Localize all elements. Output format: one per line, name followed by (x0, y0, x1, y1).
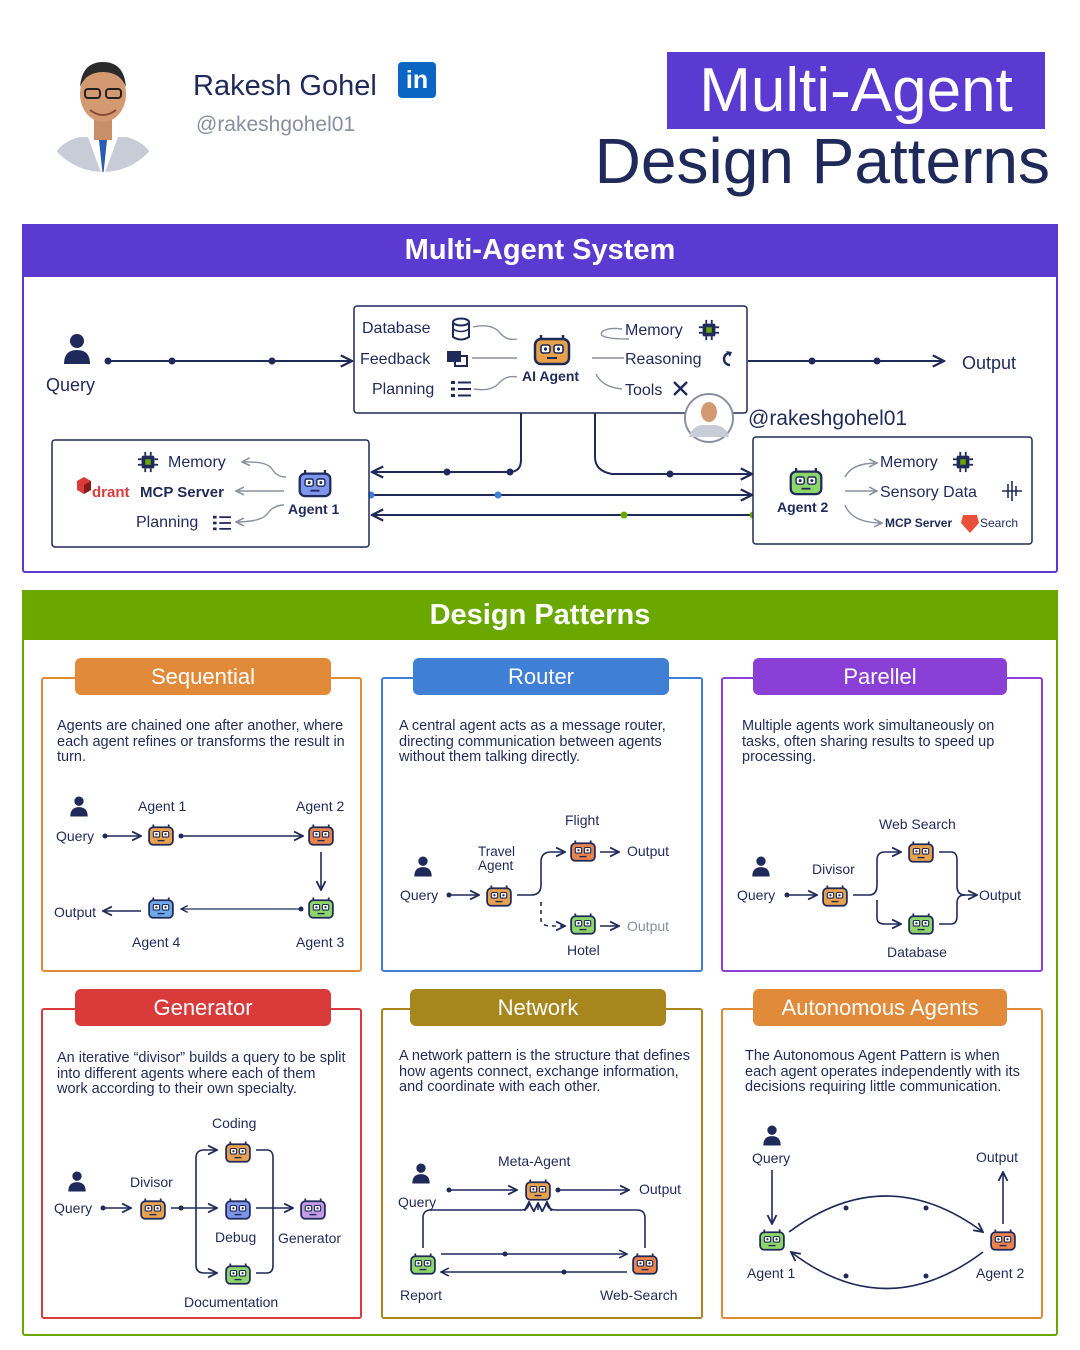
svg-text:Agent 1: Agent 1 (138, 798, 186, 814)
agent2-robot-icon (789, 466, 823, 496)
ai-tool-tools: Tools (625, 382, 662, 399)
agent2-sensory: Sensory Data (880, 484, 977, 501)
sequential-desc: Agents are chained one after another, wh… (57, 718, 345, 765)
tools-icon (673, 381, 688, 396)
svg-text:Output: Output (639, 1181, 681, 1197)
svg-text:Query: Query (56, 828, 94, 844)
system-title: Multi-Agent System (22, 224, 1058, 277)
generator-title: Generator (75, 989, 331, 1026)
router-title: Router (413, 658, 669, 695)
system-diagram: Query Database Feedback Planning AI Agen… (46, 305, 1033, 548)
svg-text:Output: Output (979, 887, 1021, 903)
svg-text:Query: Query (737, 887, 775, 903)
network-title: Network (410, 989, 666, 1026)
ai-input-feedback: Feedback (360, 351, 431, 368)
svg-text:Query: Query (398, 1194, 436, 1210)
author-name: Rakesh Gohel (193, 70, 377, 102)
router-desc: A central agent acts as a message router… (399, 718, 666, 765)
generator-desc: An iterative “divisor” builds a query to… (57, 1050, 346, 1097)
generator-diagram: Query Divisor Coding Debug Documentation… (54, 1115, 341, 1310)
agent2-search: Search (980, 516, 1018, 530)
ai-tool-reasoning: Reasoning (625, 351, 702, 368)
agent1-memory: Memory (168, 454, 226, 471)
feedback-icon (447, 351, 468, 367)
agent2-memory: Memory (880, 454, 938, 471)
svg-text:Query: Query (54, 1200, 92, 1216)
generator-card (41, 1008, 362, 1319)
main-title-line1: Multi-Agent (667, 52, 1045, 129)
svg-text:Agent 4: Agent 4 (132, 934, 180, 950)
ai-input-database: Database (362, 320, 431, 337)
qdrant-brand: drant (92, 484, 130, 501)
watermark-handle: @rakeshgohel01 (748, 407, 907, 430)
svg-text:Agent 2: Agent 2 (976, 1265, 1024, 1281)
ai-agent-robot-icon (533, 333, 571, 366)
autonomous-desc: The Autonomous Agent Pattern is when eac… (745, 1048, 1020, 1095)
agent1-box (51, 439, 370, 548)
parallel-title: Parellel (753, 658, 1007, 695)
ai-agent-label: AI Agent (522, 368, 579, 384)
query-user-icon (64, 334, 90, 364)
author-avatar (41, 48, 165, 172)
svg-text:Meta-Agent: Meta-Agent (498, 1153, 570, 1169)
svg-text:Generator: Generator (278, 1230, 341, 1246)
linkedin-icon[interactable]: in (398, 62, 436, 98)
router-card (381, 677, 703, 972)
agent2-mcp: MCP Server (885, 516, 952, 530)
svg-text:Hotel: Hotel (567, 942, 600, 958)
agent1-label: Agent 1 (288, 501, 340, 517)
svg-text:Divisor: Divisor (130, 1174, 173, 1190)
svg-text:Debug: Debug (215, 1229, 256, 1245)
network-diagram: Query Meta-Agent Output Report Web-Searc… (398, 1153, 681, 1303)
planning-icon (450, 380, 472, 398)
agent1-mcp: MCP Server (140, 484, 224, 501)
svg-text:Divisor: Divisor (812, 861, 855, 877)
svg-text:Web Search: Web Search (879, 816, 956, 832)
patterns-title: Design Patterns (22, 590, 1058, 640)
author-handle: @rakeshgohel01 (196, 113, 356, 136)
system-query-label: Query (46, 375, 95, 395)
watermark-avatar (684, 393, 734, 443)
svg-text:Web-Search: Web-Search (600, 1287, 678, 1303)
parallel-desc: Multiple agents work simultaneously on t… (742, 718, 995, 765)
parallel-diagram: Query Divisor Web Search Database Output (737, 816, 1021, 960)
refresh-icon (722, 351, 732, 367)
svg-text:Agent 2: Agent 2 (296, 798, 344, 814)
ai-tool-memory: Memory (625, 322, 683, 339)
svg-text:Output: Output (627, 843, 669, 859)
main-title-line2: Design Patterns (594, 125, 1050, 197)
svg-text:Database: Database (887, 944, 947, 960)
autonomous-title: Autonomous Agents (753, 989, 1007, 1026)
svg-text:Report: Report (400, 1287, 442, 1303)
svg-text:Output: Output (976, 1149, 1018, 1165)
ai-input-planning: Planning (372, 381, 434, 398)
brave-search-icon (961, 515, 979, 533)
agent1-planning: Planning (136, 514, 198, 531)
sequential-card (41, 677, 362, 972)
svg-text:Documentation: Documentation (184, 1294, 278, 1310)
qdrant-logo-icon (77, 477, 91, 494)
database-icon (452, 317, 470, 341)
svg-text:Agent 3: Agent 3 (296, 934, 344, 950)
svg-text:Flight: Flight (565, 812, 599, 828)
svg-text:Coding: Coding (212, 1115, 256, 1131)
svg-text:Query: Query (752, 1150, 790, 1166)
svg-text:Agent 1: Agent 1 (747, 1265, 795, 1281)
system-output-label: Output (962, 353, 1016, 373)
network-desc: A network pattern is the structure that … (399, 1048, 690, 1095)
sequential-title: Sequential (75, 658, 331, 695)
svg-text:Query: Query (400, 887, 438, 903)
agent1-planning-icon (212, 514, 232, 532)
agent2-label: Agent 2 (777, 499, 829, 515)
svg-text:Output: Output (54, 904, 96, 920)
agent1-robot-icon (298, 468, 332, 498)
sequential-diagram: Query Agent 1 Agent 2 Agent 3 Agent 4 Ou… (54, 796, 344, 950)
svg-text:Output: Output (627, 918, 669, 934)
autonomous-card (721, 1008, 1043, 1319)
autonomous-diagram: Query Agent 1 Output Agent 2 (747, 1125, 1024, 1290)
waveform-icon (1002, 481, 1022, 501)
